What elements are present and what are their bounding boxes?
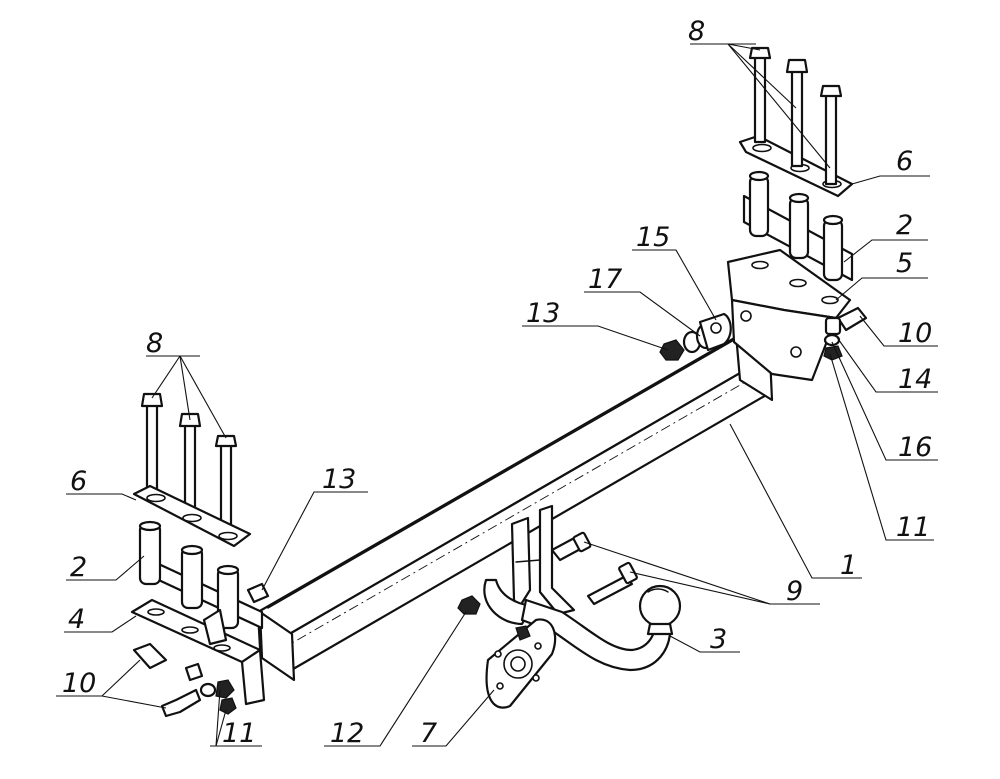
callout-13-right: 13 — [526, 298, 560, 329]
callout-17: 17 — [588, 264, 622, 295]
right-spacer-set — [742, 170, 854, 282]
left-side-bracket — [130, 582, 270, 718]
callout-2-left: 2 — [70, 552, 87, 583]
right-side-bracket — [726, 248, 868, 382]
callout-15: 15 — [636, 222, 670, 253]
callout-13-left: 13 — [322, 464, 356, 495]
callout-9: 9 — [786, 576, 803, 607]
callout-12: 12 — [330, 718, 364, 749]
callout-3: 3 — [710, 624, 727, 655]
socket-mounting-plate — [485, 618, 557, 709]
callout-16: 16 — [898, 432, 932, 463]
leader-lines — [56, 43, 938, 747]
tow-ball-arm — [520, 584, 682, 672]
right-long-bolts — [748, 46, 843, 186]
callout-8-right: 8 — [688, 16, 705, 47]
callout-11-right: 11 — [896, 512, 930, 543]
callout-7: 7 — [420, 718, 437, 749]
callout-2-right: 2 — [896, 210, 913, 241]
callout-6-right: 6 — [896, 146, 913, 177]
right-fastener-stack — [659, 312, 732, 361]
callout-labels: 8 6 2 5 15 17 13 10 14 16 11 1 9 3 8 6 2… — [62, 16, 932, 749]
left-spacer-set — [138, 520, 264, 630]
callout-5: 5 — [896, 248, 913, 279]
callout-11-left: 11 — [222, 718, 256, 749]
callout-10-right: 10 — [898, 318, 932, 349]
cross-beam — [256, 331, 781, 682]
hitch-center-bracket — [457, 504, 638, 626]
callout-14: 14 — [898, 364, 932, 395]
callout-10-left: 10 — [62, 668, 96, 699]
callout-4: 4 — [68, 604, 85, 635]
left-mounting-plate — [132, 484, 252, 548]
callout-1: 1 — [840, 550, 857, 581]
callout-8-left: 8 — [146, 328, 163, 359]
callout-6-left: 6 — [70, 466, 87, 497]
